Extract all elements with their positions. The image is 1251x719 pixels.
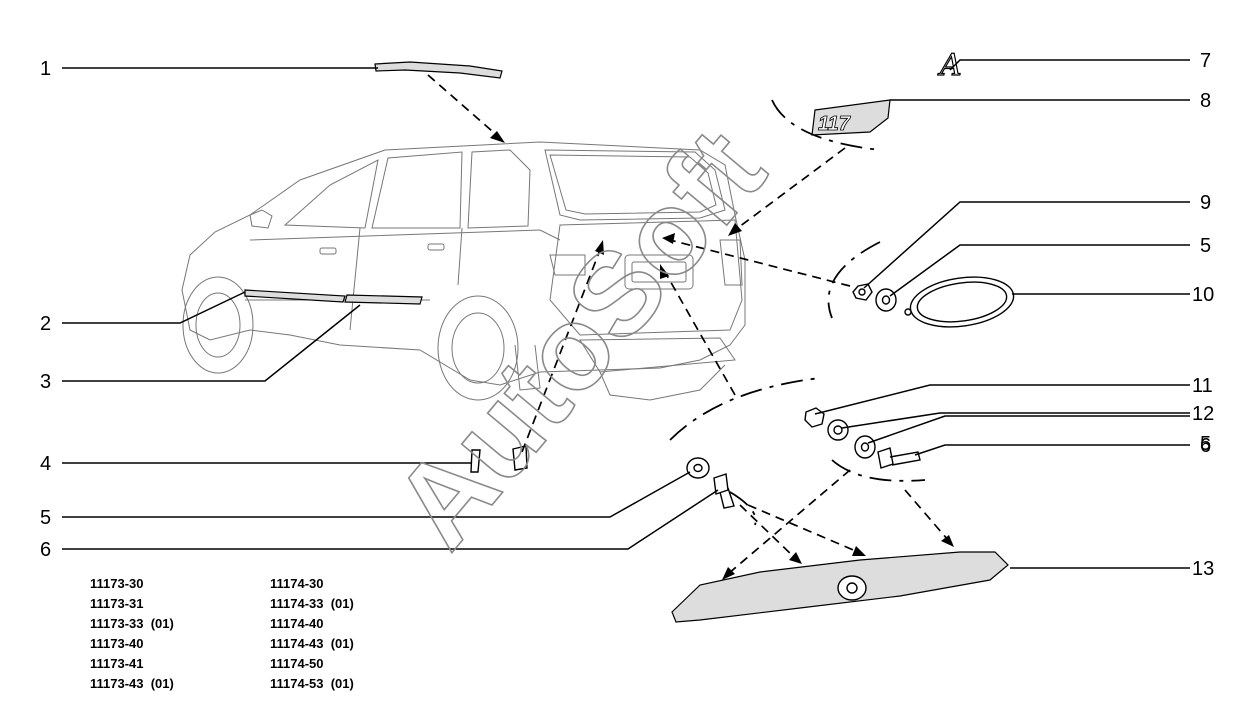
callout-10: 10 xyxy=(1192,284,1214,306)
callout-9: 9 xyxy=(1200,192,1211,214)
lock-washer-hole xyxy=(833,425,843,435)
model-code-right: 11174-43 (01) xyxy=(270,636,354,651)
model-code-left: 11173-43 (01) xyxy=(90,676,174,691)
callout-13: 13 xyxy=(1192,558,1214,580)
rear-door-molding-part xyxy=(344,294,423,305)
front-door-molding-part xyxy=(244,289,346,303)
callout-1: 1 xyxy=(40,58,51,80)
model-code-left: 11173-40 xyxy=(90,636,144,651)
model-code-right: 11174-50 xyxy=(270,656,324,671)
assembly-lines xyxy=(427,74,954,580)
model-code-right: 11174-30 xyxy=(270,576,324,591)
callout-12: 12 xyxy=(1192,403,1214,425)
callout-3: 3 xyxy=(40,371,51,393)
model-code-left: 11173-41 xyxy=(90,656,144,671)
callout-5-upper: 5 xyxy=(1200,235,1211,257)
model-badge-part xyxy=(811,99,891,136)
callout-2: 2 xyxy=(40,313,51,335)
callout-6-right: 6 xyxy=(1200,435,1211,457)
clip-part xyxy=(470,449,481,473)
housing-lock-core xyxy=(846,582,858,594)
nut-hole xyxy=(858,288,866,296)
model-codes: 11173-30 11173-31 11173-33 (01) 11173-40… xyxy=(90,576,354,691)
callout-5-right: 5 xyxy=(1200,433,1211,455)
clip-part-2 xyxy=(512,445,528,471)
callout-7: 7 xyxy=(1200,50,1211,72)
nut-part-2 xyxy=(804,407,825,428)
emblem-a-part: A xyxy=(937,48,962,83)
callout-4: 4 xyxy=(40,453,51,475)
model-code-left: 11173-30 xyxy=(90,576,144,591)
model-badge-text: 117 xyxy=(818,113,851,135)
model-code-right: 11174-33 (01) xyxy=(270,596,354,611)
emblem-pin xyxy=(904,308,912,316)
bolt-part-2 xyxy=(877,447,921,469)
washer-hole-3 xyxy=(860,442,870,452)
model-code-right: 11174-40 xyxy=(270,616,324,631)
model-code-left: 11173-33 (01) xyxy=(90,616,174,631)
car-illustration xyxy=(181,141,746,401)
washer-hole xyxy=(693,463,703,473)
roof-spoiler-part xyxy=(374,61,503,79)
leader-lines xyxy=(62,59,1190,569)
model-code-right: 11174-53 (01) xyxy=(270,676,354,691)
washer-hole-2 xyxy=(881,295,891,305)
callout-5-lower: 5 xyxy=(40,507,51,529)
callout-numbers: 1 2 3 4 5 6 7 8 9 5 10 11 12 5 6 13 xyxy=(40,50,1214,580)
break-arcs xyxy=(669,99,926,526)
callout-11: 11 xyxy=(1192,375,1213,397)
callout-8: 8 xyxy=(1200,90,1211,112)
callout-6-lower: 6 xyxy=(40,539,51,561)
oval-emblem-inner xyxy=(916,281,1008,323)
bolt-part xyxy=(713,473,735,509)
model-code-left: 11173-31 xyxy=(90,596,144,611)
